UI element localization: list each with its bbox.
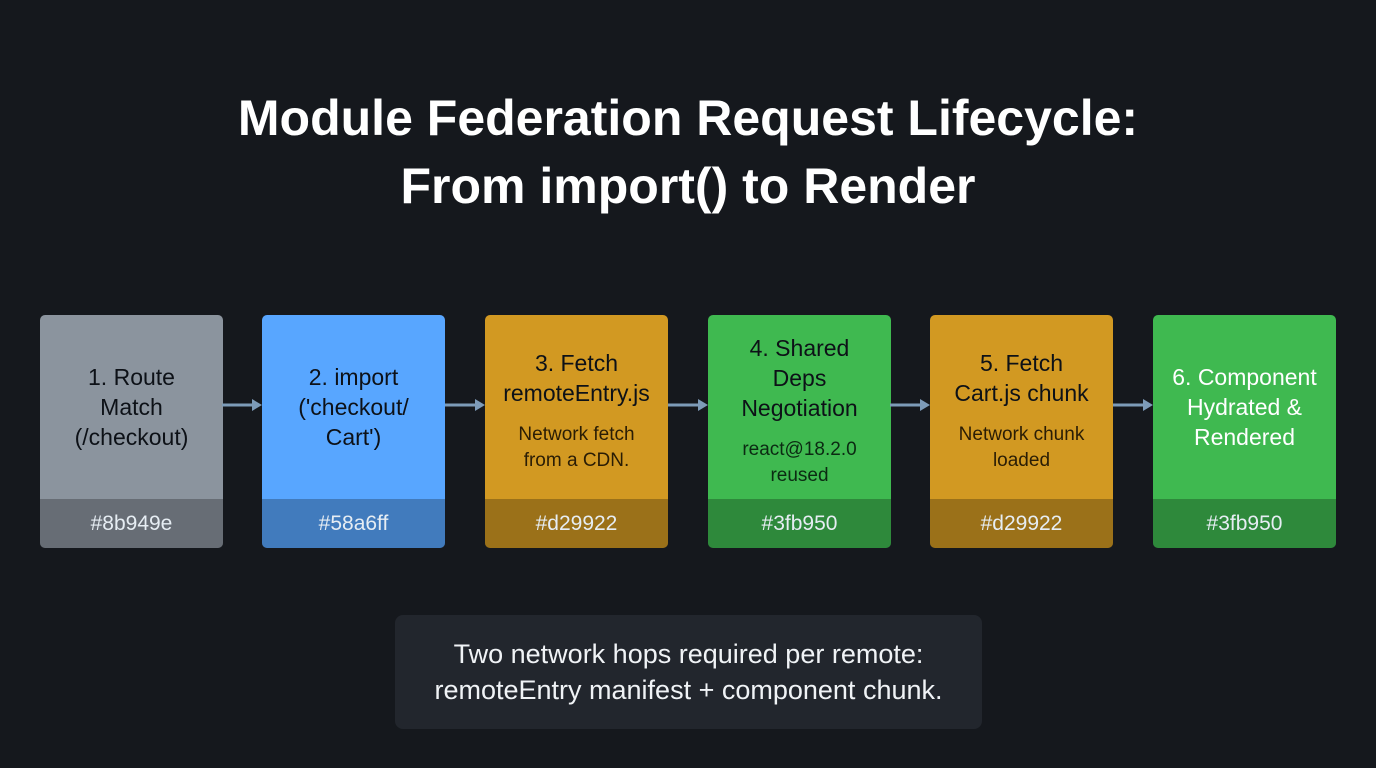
- step-body: 3. Fetch remoteEntry.js Network fetch fr…: [485, 315, 668, 499]
- title-line-1: Module Federation Request Lifecycle:: [237, 90, 1139, 146]
- step-import: 2. import ('checkout/ Cart') #58a6ff: [262, 315, 445, 548]
- arrow-right-icon: [445, 399, 485, 411]
- step-body: 4. Shared Deps Negotiation react@18.2.0 …: [708, 315, 891, 499]
- diagram-title: Module Federation Request Lifecycle: Fro…: [0, 84, 1376, 220]
- step-body: 1. Route Match (/checkout): [40, 315, 223, 499]
- step-body: 6. Component Hydrated & Rendered: [1153, 315, 1336, 499]
- step-color-code: #d29922: [930, 499, 1113, 548]
- step-title: 4. Shared Deps Negotiation: [741, 335, 858, 421]
- callout-line-2: remoteEntry manifest + component chunk.: [434, 675, 943, 705]
- title-line-2: From import() to Render: [400, 158, 976, 214]
- step-body: 2. import ('checkout/ Cart'): [262, 315, 445, 499]
- step-title: 6. Component Hydrated & Rendered: [1172, 364, 1317, 450]
- arrow-right-icon: [668, 399, 708, 411]
- step-note: Network chunk loaded: [958, 424, 1085, 471]
- step-color-code: #8b949e: [40, 499, 223, 548]
- callout-line-1: Two network hops required per remote:: [453, 639, 924, 669]
- step-color-code: #d29922: [485, 499, 668, 548]
- step-rendered: 6. Component Hydrated & Rendered #3fb950: [1153, 315, 1336, 548]
- summary-callout: Two network hops required per remote: re…: [395, 615, 982, 729]
- step-note: Network fetch from a CDN.: [518, 424, 635, 471]
- step-fetch-chunk: 5. Fetch Cart.js chunk Network chunk loa…: [930, 315, 1113, 548]
- step-title: 1. Route Match (/checkout): [74, 364, 189, 450]
- step-title: 3. Fetch remoteEntry.js: [503, 350, 650, 406]
- step-note: react@18.2.0 reused: [742, 439, 857, 486]
- step-shared-deps: 4. Shared Deps Negotiation react@18.2.0 …: [708, 315, 891, 548]
- arrow-right-icon: [890, 399, 930, 411]
- step-color-code: #3fb950: [708, 499, 891, 548]
- arrow-right-icon: [222, 399, 262, 411]
- step-color-code: #58a6ff: [262, 499, 445, 548]
- arrow-right-icon: [1113, 399, 1153, 411]
- step-route-match: 1. Route Match (/checkout) #8b949e: [40, 315, 223, 548]
- step-body: 5. Fetch Cart.js chunk Network chunk loa…: [930, 315, 1113, 499]
- step-color-code: #3fb950: [1153, 499, 1336, 548]
- step-title: 5. Fetch Cart.js chunk: [954, 350, 1089, 406]
- step-title: 2. import ('checkout/ Cart'): [298, 364, 409, 450]
- step-fetch-remote-entry: 3. Fetch remoteEntry.js Network fetch fr…: [485, 315, 668, 548]
